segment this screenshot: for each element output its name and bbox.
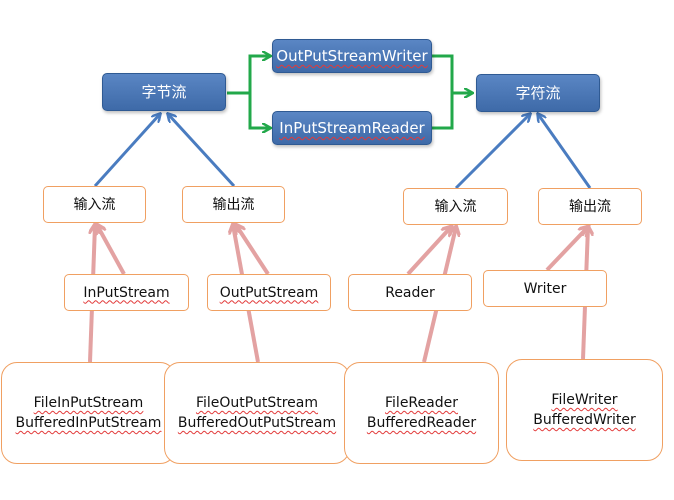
file-writer-label: FileWriter xyxy=(551,392,618,408)
inputstreamreader-node: InPutStreamReader xyxy=(272,111,432,145)
inputstream-label: InPutStream xyxy=(83,284,170,301)
arrow-reader-to-input xyxy=(406,227,451,276)
arrow-writer-to-output xyxy=(545,227,588,272)
file-reader-label: FileReader xyxy=(385,395,458,411)
char-output-node: 输出流 xyxy=(538,188,642,225)
char-output-label: 输出流 xyxy=(569,198,611,215)
reader-label: Reader xyxy=(385,284,435,301)
arrow-outputstream-to-output xyxy=(236,225,270,276)
file-inputstream-label: FileInPutStream xyxy=(33,395,144,411)
file-outputstream-label: FileOutPutStream xyxy=(195,395,319,411)
arrow-inputstream-to-input xyxy=(97,225,126,275)
char-stream-label: 字符流 xyxy=(515,84,561,102)
outputstream-label: OutPutStream xyxy=(219,284,319,301)
arrow-char-output-to-char xyxy=(538,114,592,189)
arrow-writer-to-char xyxy=(432,54,472,93)
file-buffered-inputstream-node: FileInPutStream BufferedInPutStream xyxy=(1,362,176,464)
file-buffered-writer-node: FileWriter BufferedWriter xyxy=(506,359,663,461)
char-input-node: 输入流 xyxy=(403,188,508,225)
byte-stream-label: 字节流 xyxy=(141,83,187,101)
arrow-byte-input-to-byte xyxy=(93,114,160,188)
buffered-writer-label: BufferedWriter xyxy=(533,412,636,428)
file-buffered-reader-node: FileReader BufferedReader xyxy=(344,362,499,464)
arrow-byte-output-to-byte xyxy=(168,114,236,188)
outputstream-node: OutPutStream xyxy=(207,274,331,311)
buffered-outputstream-label: BufferedOutPutStream xyxy=(177,415,337,431)
byte-input-label: 输入流 xyxy=(73,196,116,213)
outputstreamwriter-label: OutPutStreamWriter xyxy=(276,47,428,65)
char-input-label: 输入流 xyxy=(434,198,477,215)
buffered-reader-label: BufferedReader xyxy=(366,415,477,431)
outputstreamwriter-node: OutPutStreamWriter xyxy=(272,39,432,73)
byte-output-node: 输出流 xyxy=(182,186,285,223)
inputstream-node: InPutStream xyxy=(64,274,189,311)
reader-node: Reader xyxy=(348,274,472,311)
file-buffered-outputstream-node: FileOutPutStream BufferedOutPutStream xyxy=(164,362,350,464)
arrow-reader-to-char xyxy=(432,93,454,130)
byte-stream-node: 字节流 xyxy=(102,73,226,111)
writer-node: Writer xyxy=(483,270,607,307)
byte-output-label: 输出流 xyxy=(212,196,255,213)
byte-input-node: 输入流 xyxy=(43,186,146,223)
inputstreamreader-label: InPutStreamReader xyxy=(279,119,425,137)
char-stream-node: 字符流 xyxy=(476,74,600,112)
arrow-char-input-to-char xyxy=(454,114,530,190)
arrow-byte-to-reader xyxy=(248,93,270,128)
writer-label: Writer xyxy=(523,280,567,297)
buffered-inputstream-label: BufferedInPutStream xyxy=(15,415,162,431)
arrow-byte-to-writer xyxy=(227,56,270,95)
